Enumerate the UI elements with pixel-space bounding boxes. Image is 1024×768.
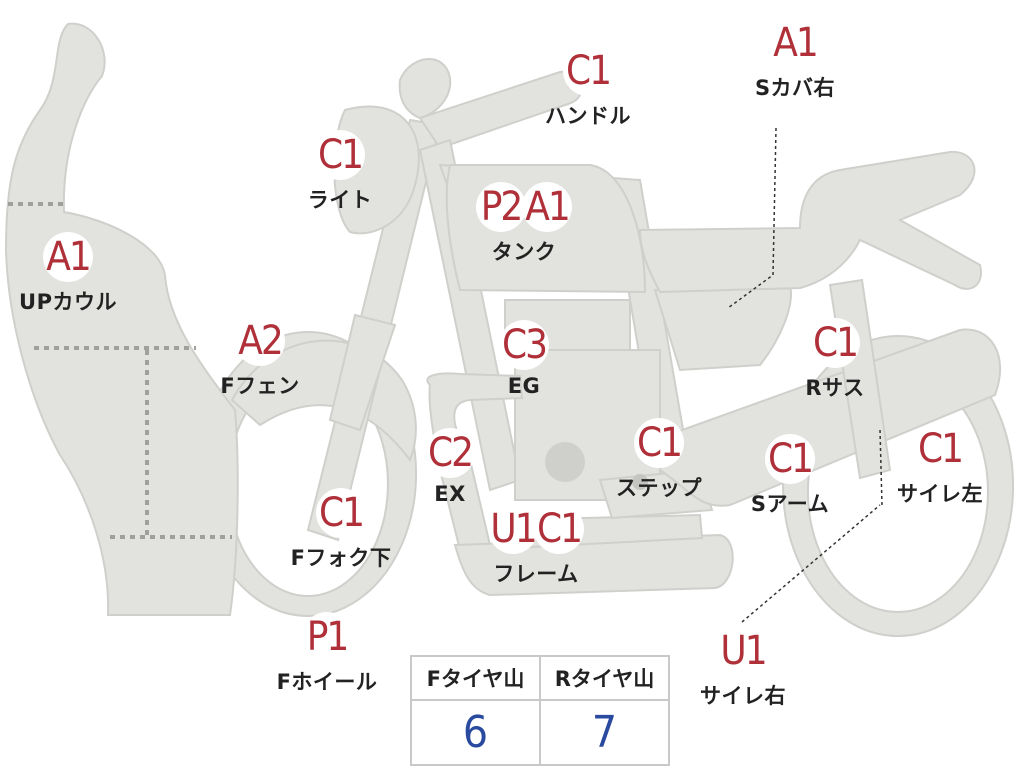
- swing-arm-shape: [659, 328, 1001, 507]
- f-wheel-label: P1 Fホイール: [262, 612, 392, 696]
- step-label: C1 ステップ: [604, 418, 714, 502]
- exhaust-shape: [426, 372, 524, 552]
- up-cowl-label: A1 UPカウル: [8, 232, 128, 316]
- frame-label: U1 C1 フレーム: [476, 504, 596, 588]
- handle-label: C1 ハンドル: [528, 46, 648, 130]
- silencer-right-grade: U1: [718, 626, 768, 676]
- engine-grade: C3: [499, 320, 549, 370]
- tank-name: タンク: [491, 240, 557, 264]
- fork-guard-shape: [328, 313, 397, 432]
- exhaust-label: C2 EX: [420, 428, 480, 506]
- front-tire-header: Fタイヤ山: [410, 655, 541, 701]
- step-name: ステップ: [616, 476, 702, 500]
- f-fender-grade: A2: [235, 316, 285, 366]
- s-arm-name: Sアーム: [750, 492, 830, 516]
- light-grade: C1: [315, 130, 365, 180]
- f-fork-lower-name: Fフォク下: [290, 546, 392, 570]
- mirror-shape: [398, 58, 452, 120]
- f-fork-lower-grade: C1: [316, 488, 366, 538]
- engine-label: C3 EG: [494, 320, 554, 398]
- tank-grade-1: P2: [476, 182, 526, 232]
- up-cowl-name: UPカウル: [19, 290, 117, 314]
- s-cover-right-name: Sカバ右: [754, 76, 836, 100]
- tank-label: P2 A1 タンク: [464, 182, 584, 266]
- silencer-left-leader-line: [879, 429, 883, 506]
- engine-cover-shape: [545, 442, 585, 482]
- seat-shape: [638, 150, 982, 294]
- r-sus-name: Rサス: [805, 376, 865, 400]
- f-fender-label: A2 Fフェン: [200, 316, 320, 400]
- frame-name: フレーム: [493, 562, 579, 586]
- silencer-left-name: サイレ左: [897, 482, 983, 506]
- light-label: C1 ライト: [300, 130, 380, 214]
- light-name: ライト: [307, 188, 373, 212]
- engine-name: EG: [507, 374, 541, 398]
- s-cover-leader-line: [727, 127, 777, 309]
- s-cover-right-grade: A1: [770, 18, 820, 68]
- f-wheel-name: Fホイール: [276, 670, 378, 694]
- side-cover-shape: [653, 283, 792, 372]
- front-tire-value: 6: [410, 699, 541, 766]
- tank-grade-2: A1: [522, 182, 572, 232]
- r-sus-grade: C1: [810, 318, 860, 368]
- handle-name: ハンドル: [545, 104, 631, 128]
- rear-tire-value: 7: [539, 699, 670, 766]
- silencer-right-label: U1 サイレ右: [688, 626, 798, 710]
- f-fender-name: Fフェン: [220, 374, 300, 398]
- handle-grade: C1: [563, 46, 613, 96]
- step-peg-shape: [632, 474, 648, 490]
- s-cover-right-label: A1 Sカバ右: [740, 18, 850, 102]
- s-arm-label: C1 Sアーム: [740, 434, 840, 518]
- f-fork-lower-label: C1 Fフォク下: [276, 488, 406, 572]
- rear-tire-header: Rタイヤ山: [539, 655, 670, 701]
- up-cowl-grade: A1: [43, 232, 93, 282]
- frame-grade-1: U1: [488, 504, 538, 554]
- silencer-right-name: サイレ右: [700, 684, 786, 708]
- frame-grade-2: C1: [534, 504, 584, 554]
- r-sus-label: C1 Rサス: [800, 318, 870, 402]
- silencer-left-label: C1 サイレ左: [880, 424, 1000, 508]
- tire-tread-table: Fタイヤ山 Rタイヤ山 6 7: [410, 655, 670, 766]
- step-grade: C1: [634, 418, 684, 468]
- tank-grades: P2 A1: [476, 182, 572, 232]
- f-wheel-grade: P1: [302, 612, 352, 662]
- silencer-left-grade: C1: [915, 424, 965, 474]
- exhaust-name: EX: [434, 482, 466, 506]
- exhaust-grade: C2: [425, 428, 475, 478]
- upper-cowl-shape: [4, 22, 239, 616]
- silencer-right-leader-line: [741, 504, 881, 623]
- frame-grades: U1 C1: [488, 504, 584, 554]
- s-arm-grade: C1: [765, 434, 815, 484]
- engine-block-shape: [514, 349, 661, 501]
